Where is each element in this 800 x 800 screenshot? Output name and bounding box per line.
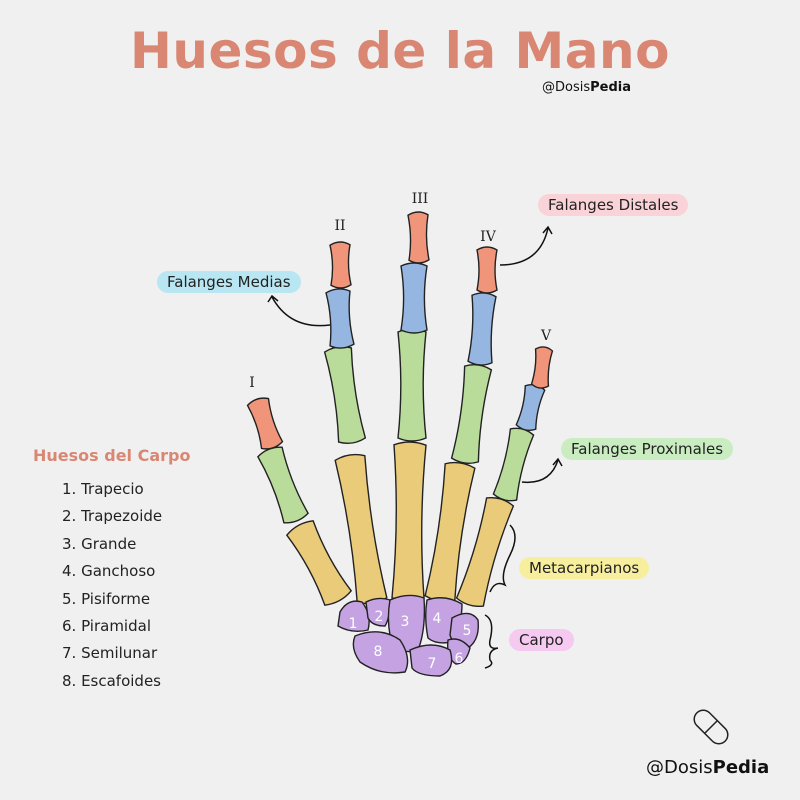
finger-label-3: III bbox=[412, 191, 429, 207]
middle-phalanx-3 bbox=[400, 262, 428, 334]
carpo-section-title: Huesos del Carpo bbox=[33, 446, 191, 465]
label-falanges-distales: Falanges Distales bbox=[538, 194, 689, 216]
label-falanges-proximales: Falanges Proximales bbox=[561, 438, 734, 460]
list-item: 8. Escafoides bbox=[62, 671, 162, 690]
finger-label-2: II bbox=[334, 218, 345, 234]
metacarpianos-bracket bbox=[489, 524, 516, 593]
distal-phalanx-3 bbox=[407, 211, 430, 264]
list-item: 6. Piramidal bbox=[62, 616, 151, 635]
carpal-number-6: 6 bbox=[455, 651, 464, 667]
carpal-number-4: 4 bbox=[433, 611, 442, 627]
finger-label-1: I bbox=[249, 375, 255, 391]
metacarpal-1 bbox=[285, 520, 353, 606]
carpal-bone-7 bbox=[409, 644, 453, 677]
middle-phalanx-4 bbox=[467, 292, 497, 366]
proximal-phalanx-1 bbox=[257, 446, 309, 524]
carpal-bones: 1 2 3 4 5 6 7 8 bbox=[337, 594, 479, 677]
arrow-medias bbox=[271, 296, 331, 327]
brand-prefix: @Dosis bbox=[646, 757, 713, 778]
carpal-number-5: 5 bbox=[463, 623, 472, 639]
metacarpal-5 bbox=[455, 497, 515, 607]
carpal-bone-8 bbox=[352, 631, 409, 674]
distal-phalanx-5 bbox=[530, 346, 554, 389]
middle-phalanx-2 bbox=[325, 288, 355, 349]
brand-handle-top: @DosisPedia bbox=[542, 80, 631, 95]
carpal-number-2: 2 bbox=[375, 609, 384, 625]
carpo-list: 1. Trapecio 2. Trapezoide 3. Grande 4. G… bbox=[62, 480, 162, 699]
proximal-phalanx-5 bbox=[492, 427, 535, 502]
list-item: 2. Trapezoide bbox=[62, 507, 163, 526]
proximal-phalanx-2 bbox=[323, 346, 367, 444]
brand-bold: Pedia bbox=[590, 80, 632, 95]
middle-phalanx-5 bbox=[515, 383, 546, 432]
arrows bbox=[267, 225, 563, 669]
distal-phalanx-1 bbox=[246, 397, 284, 450]
list-item: 5. Pisiforme bbox=[62, 589, 151, 608]
brand-bold: Pedia bbox=[712, 757, 770, 778]
pill-icon bbox=[693, 709, 729, 745]
distal-phalanx-4 bbox=[476, 246, 498, 294]
finger-label-4: IV bbox=[480, 229, 497, 245]
proximal-phalanx-4 bbox=[450, 364, 493, 464]
brand-handle-bottom: @DosisPedia bbox=[646, 757, 769, 778]
label-metacarpianos: Metacarpianos bbox=[519, 557, 650, 579]
list-item: 1. Trapecio bbox=[62, 480, 144, 498]
label-carpo: Carpo bbox=[509, 629, 574, 651]
list-item: 3. Grande bbox=[62, 534, 137, 553]
carpal-number-3: 3 bbox=[401, 614, 410, 630]
proximal-phalanx-3 bbox=[397, 328, 427, 442]
list-item: 4. Ganchoso bbox=[62, 562, 156, 581]
page-title: Huesos de la Mano bbox=[130, 22, 670, 80]
carpo-bracket bbox=[484, 614, 499, 669]
arrow-distales bbox=[499, 227, 549, 266]
carpal-number-7: 7 bbox=[428, 656, 437, 672]
arrow-proximales bbox=[521, 459, 559, 484]
distal-phalanx-2 bbox=[329, 241, 352, 289]
carpal-number-1: 1 bbox=[349, 616, 358, 632]
carpal-number-8: 8 bbox=[374, 644, 383, 660]
list-item: 7. Semilunar bbox=[62, 644, 158, 663]
metacarpal-3 bbox=[391, 441, 427, 602]
finger-label-5: V bbox=[540, 328, 552, 344]
brand-prefix: @Dosis bbox=[542, 80, 591, 95]
label-falanges-medias: Falanges Medias bbox=[157, 271, 301, 293]
